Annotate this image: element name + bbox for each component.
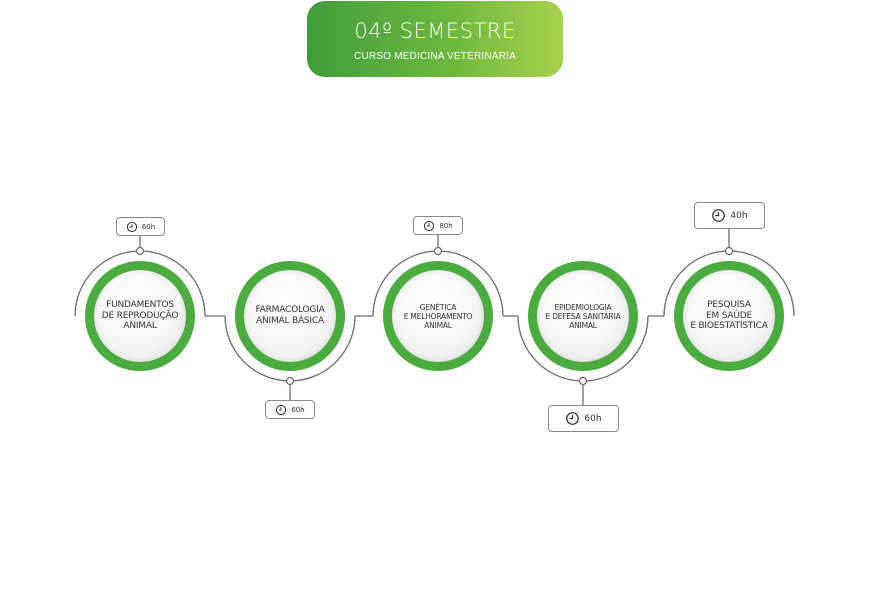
- course-node-reproducao: FUNDAMENTOS DE REPRODUÇÃO ANIMAL: [85, 261, 195, 371]
- clock-icon: [126, 221, 137, 232]
- semester-header: 04º SEMESTRE CURSO MEDICINA VETERINÁRIA: [307, 1, 563, 77]
- hours-badge-1: 60h: [116, 217, 165, 236]
- course-name: PESQUISA EM SAÚDE E BIOESTATÍSTICA: [690, 299, 768, 332]
- hours-badge-5: 40h: [694, 202, 765, 229]
- course-name: FUNDAMENTOS DE REPRODUÇÃO ANIMAL: [101, 299, 179, 332]
- course-name: EPIDEMIOLOGIA E DEFESA SANITÁRIA ANIMAL: [545, 302, 621, 330]
- semester-title: 04º SEMESTRE: [354, 19, 516, 43]
- node-dot-3: [433, 246, 443, 256]
- clock-icon: [566, 412, 580, 425]
- hours-badge-2: 60h: [265, 400, 315, 419]
- node-dot-2: [285, 376, 295, 386]
- hours-value: 60h: [584, 413, 602, 424]
- course-node-farmacologia: FARMACOLOGIA ANIMAL BÁSICA: [235, 261, 345, 371]
- clock-icon: [424, 220, 435, 231]
- hours-badge-4: 60h: [548, 405, 619, 432]
- clock-icon: [712, 209, 726, 222]
- course-name: GENÉTICA E MELHORAMENTO ANIMAL: [403, 302, 473, 330]
- course-node-genetica: GENÉTICA E MELHORAMENTO ANIMAL: [383, 261, 493, 371]
- course-node-pesquisa: PESQUISA EM SAÚDE E BIOESTATÍSTICA: [674, 261, 784, 371]
- node-dot-4: [578, 376, 588, 386]
- course-subtitle: CURSO MEDICINA VETERINÁRIA: [354, 51, 516, 62]
- course-node-epidemiologia: EPIDEMIOLOGIA E DEFESA SANITÁRIA ANIMAL: [528, 261, 638, 371]
- clock-icon: [276, 404, 287, 415]
- hours-value: 80h: [439, 221, 453, 230]
- hours-value: 60h: [141, 222, 156, 231]
- node-dot-5: [724, 246, 734, 256]
- hours-value: 60h: [291, 405, 305, 414]
- hours-value: 40h: [730, 210, 748, 221]
- course-name: FARMACOLOGIA ANIMAL BÁSICA: [255, 305, 325, 326]
- hours-badge-3: 80h: [413, 216, 463, 235]
- node-dot-1: [135, 246, 145, 256]
